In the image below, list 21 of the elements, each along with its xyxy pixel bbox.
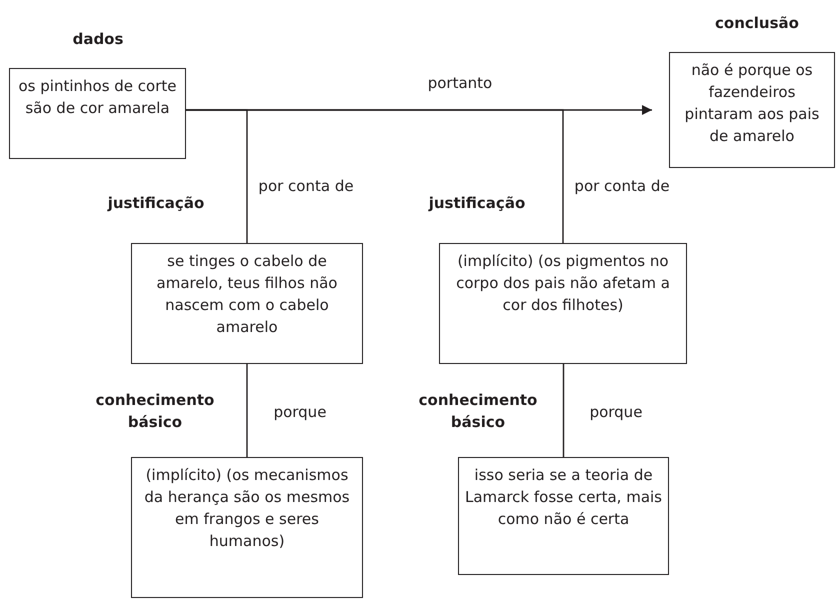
text-box	[9, 68, 186, 159]
box-text: (implícito) (os mecanismos da herança são os mesmos em frangos e seres humanos)	[143, 465, 351, 552]
box-heading: justificação	[427, 193, 526, 214]
box-heading: conhecimento básico	[418, 390, 538, 433]
connector-line	[562, 364, 564, 457]
connector-line	[246, 364, 248, 457]
text-box	[131, 243, 363, 364]
connector-line	[186, 109, 564, 243]
text-box	[131, 457, 363, 598]
box-heading: conclusão	[714, 13, 800, 34]
text-box	[458, 457, 669, 575]
box-text: isso seria se a teoria de Lamarck fosse certa, mais como não é certa	[464, 465, 663, 530]
box-heading: conhecimento básico	[94, 390, 216, 433]
box-text: não é porque os fazendeiros pintaram aos pais de amarelo	[684, 60, 820, 147]
box-heading: justificação	[106, 193, 206, 214]
box-heading: dados	[72, 29, 124, 50]
box-text: se tinges o cabelo de amarelo, teus filhos não nascem com o cabelo amarelo	[156, 251, 338, 338]
text-box	[669, 52, 835, 168]
box-text: os pintinhos de corte são de cor amarela	[18, 76, 178, 119]
box-text: (implícito) (os pigmentos no corpo dos pais não afetam a cor dos filhotes)	[455, 251, 671, 316]
text-box	[439, 243, 687, 364]
